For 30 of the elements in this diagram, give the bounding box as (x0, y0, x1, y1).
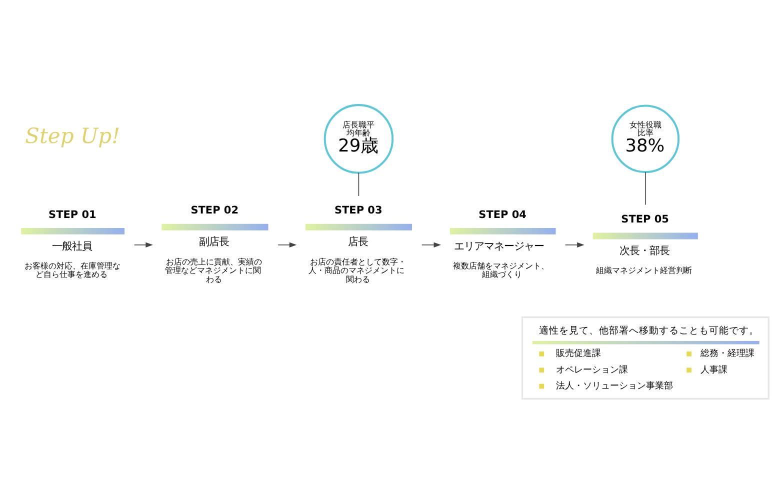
arrow (134, 242, 153, 248)
arrow (278, 242, 297, 248)
node-box (21, 228, 124, 234)
node-label: お店の売上に貢献、実績の管理などマネジメントに関わる (164, 257, 262, 284)
arrow (421, 242, 442, 248)
node-circle: 店長職平均年齢 29歳 (324, 104, 394, 174)
node-label: 一般社員 (52, 240, 92, 252)
node-label: STEP 04 (478, 208, 526, 221)
connector (358, 172, 360, 196)
node-box (162, 224, 268, 230)
node-label: STEP 01 (48, 208, 96, 221)
node-label: STEP 02 (190, 204, 239, 217)
node-label: お店の責任者として数字・人・商品のマネジメントに関わる (308, 257, 406, 284)
node-label: STEP 03 (334, 204, 382, 217)
node-label: お客様の対応、在庫管理など自ら仕事を進める (24, 261, 120, 280)
node-box: 適性を見て、他部署へ移動することも可能です。 販売促進課 総務・経理課 オペレーション課 人事課 法人・ソリューション事業部 (521, 316, 770, 400)
arrow (564, 242, 584, 248)
node-box (592, 232, 698, 240)
node-label: 組織マネジメント経営判断 (596, 266, 692, 276)
node-label: 次長・部長 (620, 245, 670, 258)
node-label: エリアマネージャー (454, 240, 544, 252)
node-box (450, 228, 556, 234)
node-box (305, 224, 412, 230)
connector (645, 172, 646, 206)
node-label: 複数店舗をマネジメント、組織づくり (453, 261, 550, 280)
node-label: 副店長 (199, 236, 230, 248)
label: Step Up! (25, 124, 120, 148)
node-label: 店長 (348, 236, 368, 248)
node-circle: 女性役職比率 38% (611, 104, 680, 174)
node-label: STEP 05 (621, 214, 669, 226)
